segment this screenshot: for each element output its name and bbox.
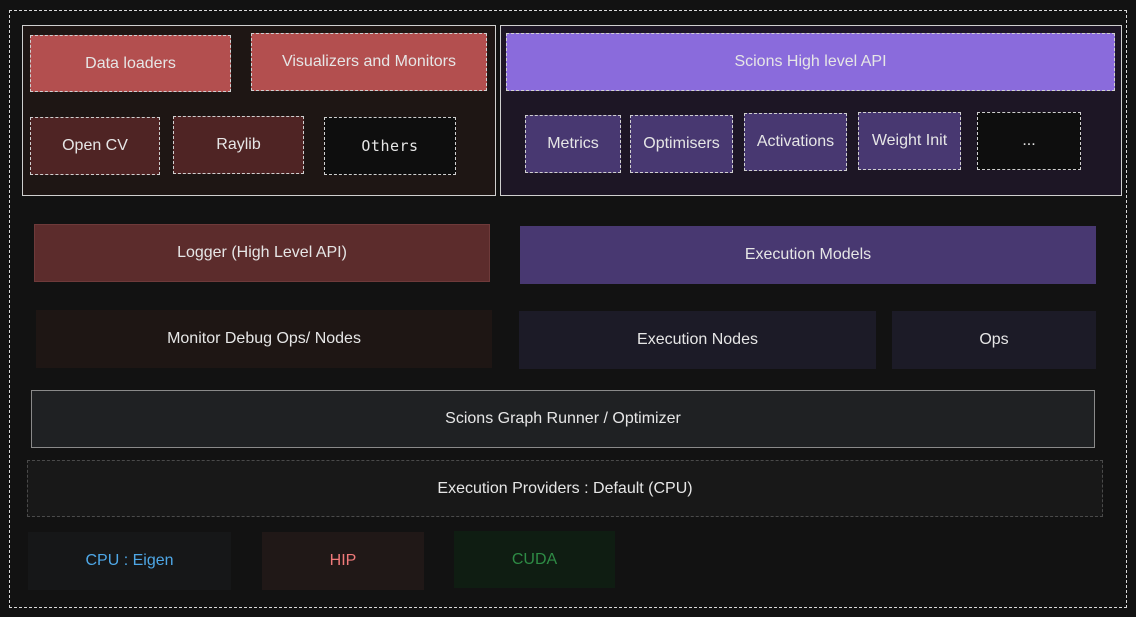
- cuda-provider-box: CUDA: [454, 531, 615, 588]
- execution-nodes-box: Execution Nodes: [519, 311, 876, 369]
- hip-provider-box: HIP: [262, 532, 424, 590]
- weight-init-box: Weight Init: [858, 112, 961, 170]
- more-box: ...: [977, 112, 1081, 170]
- execution-models-box: Execution Models: [520, 226, 1096, 284]
- others-box: Others: [324, 117, 456, 175]
- high-level-api-box: Scions High level API: [506, 33, 1115, 91]
- opencv-box: Open CV: [30, 117, 160, 175]
- raylib-box: Raylib: [173, 116, 304, 174]
- visualizers-box: Visualizers and Monitors: [251, 33, 487, 91]
- monitor-debug-box: Monitor Debug Ops/ Nodes: [36, 310, 492, 368]
- execution-providers-box: Execution Providers : Default (CPU): [27, 460, 1103, 517]
- ops-box: Ops: [892, 311, 1096, 369]
- data-loaders-box: Data loaders: [30, 35, 231, 92]
- architecture-frame: [9, 10, 1127, 608]
- metrics-box: Metrics: [525, 115, 621, 173]
- cpu-provider-box: CPU : Eigen: [28, 532, 231, 590]
- optimisers-box: Optimisers: [630, 115, 733, 173]
- activations-box: Activations: [744, 113, 847, 171]
- logger-box: Logger (High Level API): [34, 224, 490, 282]
- graph-runner-box: Scions Graph Runner / Optimizer: [31, 390, 1095, 448]
